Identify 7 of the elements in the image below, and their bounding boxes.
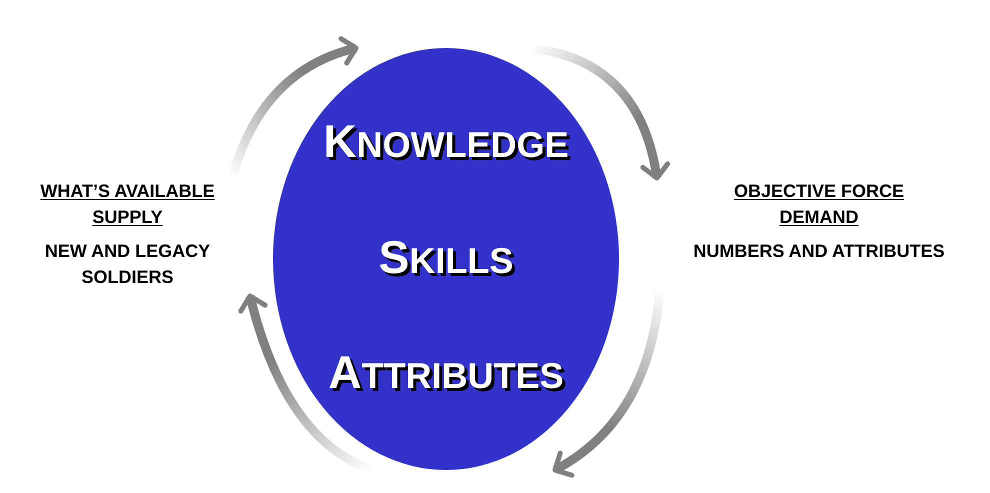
- description: NEW AND LEGACY SOLDIERS: [44, 240, 212, 290]
- ellipse-label: KNOWLEDGE: [323, 116, 569, 167]
- heading: OBJECTIVE FORCE DEMAND: [732, 180, 906, 230]
- ellipse-label: SKILLS: [378, 232, 514, 282]
- heading: WHAT’S AVAILABLE SUPPLY: [39, 180, 216, 230]
- ellipse-label: ATTRIBUTES: [328, 347, 564, 398]
- description: NUMBERS AND ATTRIBUTES: [693, 240, 945, 264]
